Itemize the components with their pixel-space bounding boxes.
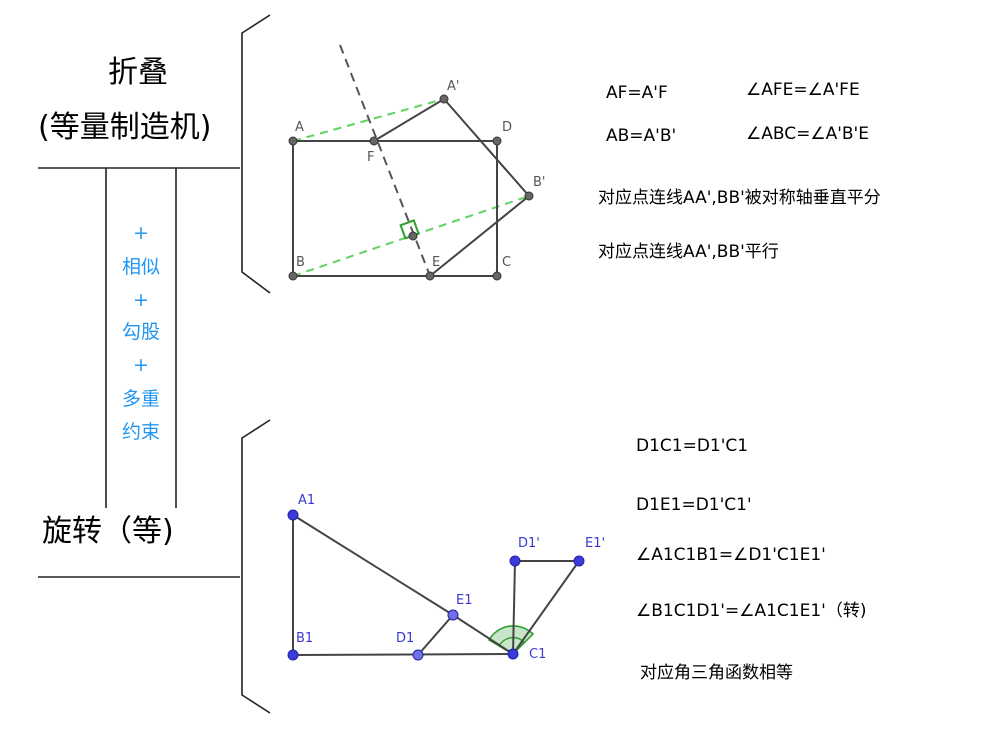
- outline-structure: [38, 14, 271, 714]
- rotation-points: [287, 509, 585, 661]
- label-b: B: [296, 255, 305, 270]
- label-f: F: [367, 150, 375, 165]
- note-multiple: 多重: [121, 388, 160, 410]
- point-c1: [507, 648, 519, 660]
- label-d: D: [502, 120, 513, 135]
- label-b-prime: B': [533, 175, 546, 190]
- formula-parallel: 对应点连线AA',BB'平行: [598, 242, 779, 262]
- point-a1: [287, 509, 299, 521]
- formula-trig: 对应角三角函数相等: [640, 663, 793, 683]
- formula-angle-b1c1d1: ∠B1C1D1'=∠A1C1E1'（转): [636, 601, 867, 621]
- top-bracket: [241, 14, 271, 294]
- formula-angle-a1c1b1: ∠A1C1B1=∠D1'C1E1': [636, 545, 826, 565]
- formula-d1e1: D1E1=D1'C1': [636, 495, 752, 515]
- note-constraints: 约束: [121, 421, 160, 443]
- label-a1: A1: [298, 493, 316, 508]
- point-a: [288, 136, 298, 146]
- point-b1: [287, 649, 299, 661]
- formula-af: AF=A'F: [606, 83, 668, 103]
- point-a-prime: [439, 94, 449, 104]
- label-a-prime: A': [447, 79, 460, 94]
- label-d1: D1: [396, 631, 415, 646]
- formula-ab: AB=A'B': [606, 126, 677, 146]
- folding-heading: 折叠: [108, 55, 168, 90]
- point-d1-prime: [509, 555, 521, 567]
- label-c1: C1: [529, 647, 547, 662]
- point-e: [425, 271, 435, 281]
- point-midpoint: [408, 231, 418, 241]
- bottom-bracket: [241, 419, 271, 714]
- angle-sector: [487, 625, 535, 656]
- formula-d1c1: D1C1=D1'C1: [636, 436, 749, 456]
- label-e1: E1: [456, 593, 473, 608]
- segment-b1c1: [292, 653, 514, 656]
- label-d1-prime: D1': [518, 536, 540, 551]
- folded-polygon: [373, 97, 531, 277]
- point-b: [288, 271, 298, 281]
- segment-a1e1: [292, 514, 454, 616]
- formula-perpendicular: 对应点连线AA',BB'被对称轴垂直平分: [598, 188, 881, 208]
- formula-angle-afe: ∠AFE=∠A'FE: [746, 80, 860, 100]
- note-plus: +: [133, 222, 149, 244]
- fold-diagram: [288, 44, 534, 281]
- point-c: [492, 271, 502, 281]
- note-similar: 相似: [121, 256, 160, 278]
- fold-points: [288, 94, 534, 281]
- note-plus: +: [133, 289, 149, 311]
- note-pythagorean: 勾股: [121, 321, 160, 343]
- label-e1-prime: E1': [585, 536, 606, 551]
- segment-aa-prime: [292, 98, 445, 142]
- label-c: C: [502, 255, 512, 270]
- label-a: A: [295, 120, 304, 135]
- formula-angle-abc: ∠ABC=∠A'B'E: [746, 124, 869, 144]
- point-d1: [412, 649, 424, 661]
- point-b-prime: [524, 191, 534, 201]
- label-e: E: [432, 255, 441, 270]
- point-e1: [447, 609, 459, 621]
- segment-d1e1: [417, 614, 454, 656]
- segment-e1c1: [452, 614, 514, 655]
- rotation-diagram: [287, 509, 585, 661]
- segment-c1d1-prime: [512, 560, 516, 655]
- point-f: [369, 136, 379, 146]
- label-b1: B1: [296, 631, 314, 646]
- point-e1-prime: [573, 555, 585, 567]
- segment-e1-prime-c1: [512, 560, 580, 655]
- note-plus: +: [133, 354, 149, 376]
- point-d: [492, 136, 502, 146]
- folding-subheading: (等量制造机): [38, 110, 212, 145]
- rotation-heading: 旋转（等): [42, 514, 174, 549]
- fold-axis: [339, 44, 431, 277]
